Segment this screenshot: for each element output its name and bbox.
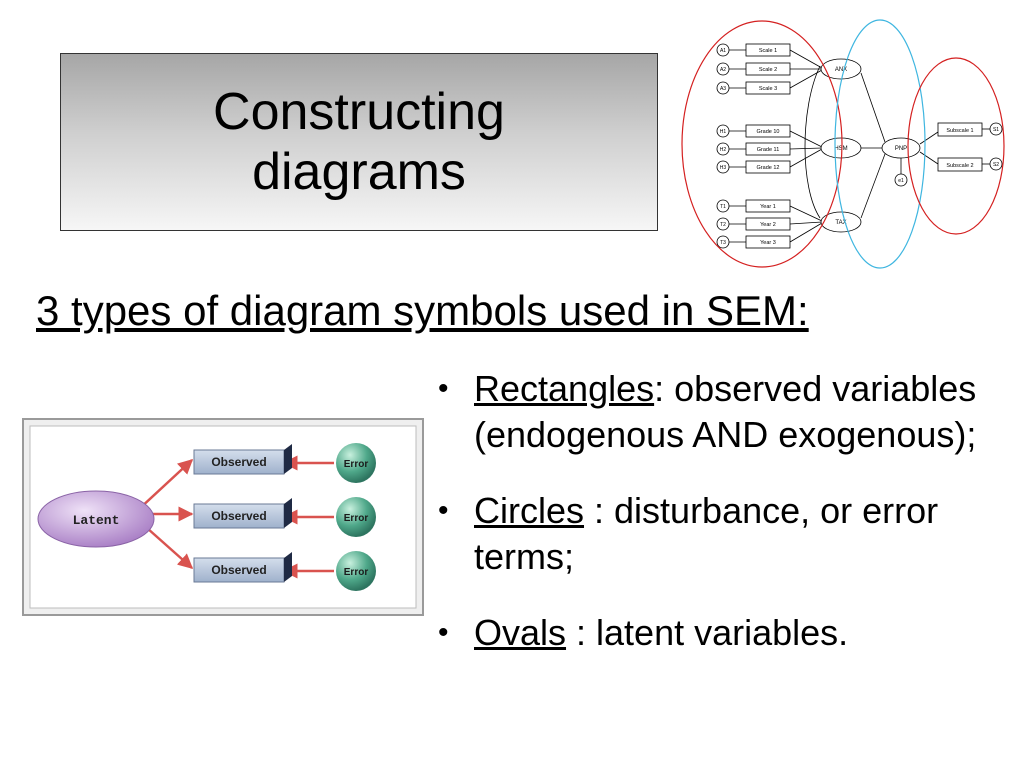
scale-label: Scale 2 bbox=[759, 67, 777, 73]
sem-path-diagram: A1 A2 A3 H1 H2 H3 T1 T2 T3 S1 S2 e1 Scal… bbox=[681, 19, 1005, 269]
bullet-dot: • bbox=[438, 616, 449, 649]
observed-rectangle bbox=[193, 503, 285, 529]
subscale-label: Subscale 2 bbox=[946, 163, 973, 169]
latent-label: HSM bbox=[834, 146, 847, 152]
error-circle bbox=[336, 443, 376, 483]
latent-label: ANX bbox=[835, 67, 847, 73]
grade-label: Grade 10 bbox=[757, 129, 780, 135]
measurement-model-highlight bbox=[681, 20, 843, 268]
subscale-error-label: S1 bbox=[993, 127, 999, 133]
indicator-label: A1 bbox=[720, 48, 726, 54]
bullet-dot: • bbox=[438, 494, 449, 527]
bullet-text: : disturbance, or error terms; bbox=[474, 490, 939, 577]
latent-label: TAX bbox=[835, 220, 846, 226]
year-label: Year 1 bbox=[760, 204, 776, 210]
indicator-label: H2 bbox=[720, 147, 727, 153]
error-circle bbox=[336, 551, 376, 591]
outcome-model-highlight bbox=[907, 57, 1005, 235]
structural-model-highlight bbox=[834, 19, 926, 269]
error-label: Error bbox=[344, 459, 369, 470]
error-label: Error bbox=[344, 567, 369, 578]
observed-label: Observed bbox=[211, 455, 266, 469]
symbol-legend-diagram: Latent Observed Observed Observed Error … bbox=[22, 418, 424, 616]
year-label: Year 3 bbox=[760, 240, 776, 246]
bullet-dot: • bbox=[438, 372, 449, 405]
grade-label: Grade 11 bbox=[757, 147, 780, 153]
slide-title: Constructing diagrams bbox=[213, 83, 505, 201]
bullet-text: : latent variables. bbox=[566, 612, 849, 653]
scale-label: Scale 3 bbox=[759, 86, 777, 92]
latent-label: Latent bbox=[73, 513, 120, 528]
grade-label: Grade 12 bbox=[757, 165, 780, 171]
observed-label: Observed bbox=[211, 563, 266, 577]
indicator-label: H3 bbox=[720, 165, 727, 171]
observed-label: Observed bbox=[211, 509, 266, 523]
error-circle bbox=[336, 497, 376, 537]
indicator-label: T3 bbox=[720, 240, 726, 246]
subscale-error-label: S2 bbox=[993, 162, 999, 168]
indicator-label: A3 bbox=[720, 86, 726, 92]
subscale-label: Subscale 1 bbox=[946, 128, 973, 134]
bullet-ovals: • Ovals : latent variables. bbox=[430, 610, 990, 656]
bullet-list: • Rectangles: observed variables (endogen… bbox=[430, 366, 990, 686]
error-label: Error bbox=[344, 513, 369, 524]
indicator-label: T2 bbox=[720, 222, 726, 228]
disturbance-label: e1 bbox=[898, 178, 904, 184]
bullet-rectangles: • Rectangles: observed variables (endogen… bbox=[430, 366, 990, 458]
scale-label: Scale 1 bbox=[759, 48, 777, 54]
latent-label: PNP bbox=[895, 146, 907, 152]
indicator-label: T1 bbox=[720, 204, 726, 210]
bullet-text: : observed variables (endogenous AND exo… bbox=[474, 368, 977, 455]
indicator-label: H1 bbox=[720, 129, 727, 135]
bullet-term: Rectangles bbox=[474, 368, 655, 409]
indicator-label: A2 bbox=[720, 67, 726, 73]
bullet-circles: • Circles : disturbance, or error terms; bbox=[430, 488, 990, 580]
title-box: Constructing diagrams bbox=[60, 53, 658, 231]
observed-rectangle bbox=[193, 557, 285, 583]
slide-subtitle: 3 types of diagram symbols used in SEM: bbox=[36, 287, 809, 334]
bullet-term: Circles bbox=[474, 490, 585, 531]
latent-oval bbox=[37, 490, 155, 548]
year-label: Year 2 bbox=[760, 222, 776, 228]
bullet-term: Ovals bbox=[474, 612, 567, 653]
